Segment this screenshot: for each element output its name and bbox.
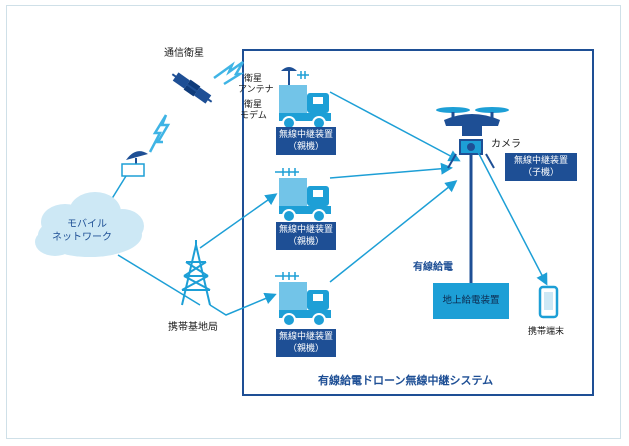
sat-antenna-label: 衛星 アンテナ [238,74,274,96]
system-boundary [242,49,594,396]
satellite-icon [171,72,213,104]
base-station-label: 携帯基地局 [168,322,218,333]
cell-tower-icon [181,240,211,306]
relay-truck-icon [279,67,331,130]
relay-parent-name: 無線中継装置 [278,332,333,342]
relay-child-sub: （子機） [522,168,559,178]
relay-truck-icon [275,272,331,327]
sat-modem-label: 衛星 モデム [240,100,267,122]
relay-child-name: 無線中継装置 [513,156,568,166]
drone-icon [436,107,509,169]
cloud-icon [35,192,144,257]
relay-parent-box: 無線中継装置 （親機） [276,127,336,155]
relay-parent-name: 無線中継装置 [278,225,333,235]
satellite-label: 通信衛星 [164,48,204,59]
ground-power-label: 地上給電装置 [442,295,500,306]
mobile-terminal-label: 携帯端末 [528,327,565,337]
relay-child-box: 無線中継装置 （子機） [505,153,577,181]
ground-power-box: 地上給電装置 [433,283,509,319]
mobile-network-label: モバイル ネットワーク [52,218,112,244]
sat-antenna-label-line2: アンテナ [238,85,274,95]
relay-parent-name: 無線中継装置 [278,130,333,140]
system-title: 有線給電ドローン無線中継システム [318,374,494,387]
relay-parent-sub: （親機） [287,142,324,152]
relay-parent-sub: （親機） [287,237,324,247]
sat-antenna-label-line1: 衛星 [244,74,263,84]
signal-bolt-icon [148,114,171,153]
dish-antenna-icon [121,151,148,177]
mobile-network-label-line1: モバイル [67,219,107,230]
camera-label: カメラ [491,139,521,150]
sat-modem-label-line2: モデム [240,111,267,121]
relay-parent-sub: （親機） [287,344,324,354]
signal-bolt-icon [213,60,245,86]
wired-power-label: 有線給電 [413,262,453,273]
relay-truck-icon [275,168,331,223]
relay-parent-box: 無線中継装置 （親機） [276,222,336,250]
relay-parent-box: 無線中継装置 （親機） [276,329,336,357]
mobile-network-label-line2: ネットワーク [52,232,112,243]
phone-icon [538,285,559,319]
sat-modem-label-line1: 衛星 [244,100,263,110]
